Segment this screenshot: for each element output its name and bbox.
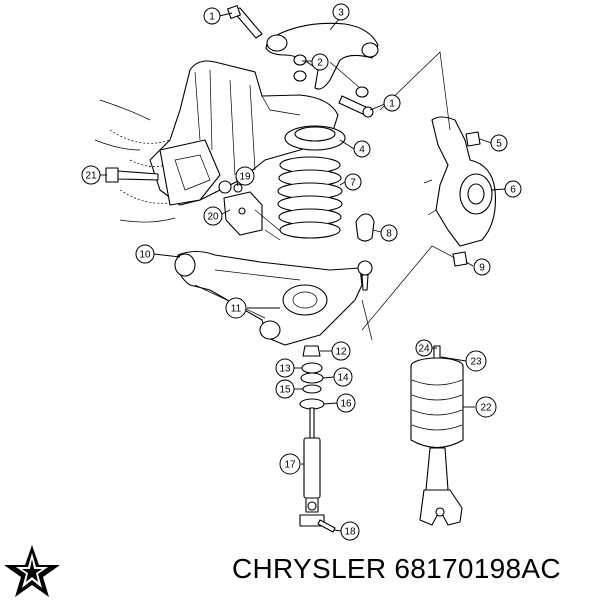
- callout-17: 17: [279, 453, 301, 475]
- nut-2: [293, 54, 307, 82]
- callout-11: 11: [225, 297, 247, 319]
- callout-label: 17: [284, 460, 296, 471]
- callout-label: 1: [389, 99, 395, 110]
- callout-label: 12: [335, 347, 347, 358]
- coil-spring: [277, 156, 343, 239]
- chrysler-pentastar-icon: [2, 543, 62, 599]
- callout-label: 1: [209, 12, 215, 23]
- callout-6: 6: [504, 180, 522, 198]
- callout-label: 5: [496, 139, 502, 150]
- callout-label: 22: [480, 403, 492, 414]
- air-strut: [410, 345, 464, 526]
- callout-24: 24: [415, 339, 433, 357]
- callout-16: 16: [336, 393, 356, 413]
- callout-9: 9: [473, 258, 491, 276]
- bolt-21: [105, 167, 159, 183]
- callout-label: 18: [344, 527, 356, 538]
- shock-hardware: [299, 345, 325, 410]
- callout-12: 12: [331, 341, 351, 361]
- callout-label: 10: [139, 250, 151, 261]
- leader-lines: [100, 12, 506, 532]
- callout-label: 16: [340, 399, 352, 410]
- callout-21: 21: [81, 165, 101, 185]
- callout-label: 13: [279, 364, 291, 375]
- callout-label: 6: [510, 185, 516, 196]
- callout-23: 23: [465, 350, 487, 372]
- assembly-axis-lines: [361, 51, 456, 341]
- frame-crossmember: [94, 60, 339, 223]
- callout-19: 19: [235, 166, 255, 186]
- callout-22: 22: [475, 396, 497, 418]
- callout-label: 20: [207, 212, 219, 223]
- callout-15: 15: [275, 379, 295, 399]
- brand-part-number: 68170198AC: [394, 553, 561, 584]
- callout-label: 2: [317, 58, 323, 69]
- brand-make: CHRYSLER: [232, 553, 387, 584]
- callout-label: 9: [479, 263, 485, 274]
- callout-8: 8: [380, 224, 398, 242]
- callout-label: 19: [239, 172, 251, 183]
- callout-1-top: 1: [203, 7, 221, 25]
- callout-label: 8: [386, 229, 392, 240]
- shock-absorber: [299, 407, 336, 533]
- callout-label: 4: [359, 145, 365, 156]
- callout-label: 23: [470, 357, 482, 368]
- steering-knuckle: [423, 116, 497, 247]
- callout-5: 5: [490, 134, 508, 152]
- callout-1-right: 1: [383, 94, 401, 112]
- spring-isolator: [284, 125, 346, 151]
- nut-9: [452, 251, 468, 267]
- callout-4: 4: [353, 140, 371, 158]
- bracket-20: [218, 180, 286, 241]
- callout-13: 13: [275, 358, 295, 378]
- callout-2: 2: [311, 53, 329, 71]
- jounce-bumper: [355, 213, 375, 242]
- callout-label: 24: [418, 344, 430, 355]
- callout-label: 21: [85, 171, 97, 182]
- bolt-right: [338, 95, 374, 118]
- callout-20: 20: [203, 206, 223, 226]
- callout-10: 10: [135, 244, 155, 264]
- callout-label: 14: [337, 373, 349, 384]
- callout-label: 15: [279, 385, 291, 396]
- callout-label: 3: [338, 8, 344, 19]
- callout-3: 3: [332, 3, 350, 21]
- bolt-top: [227, 5, 263, 39]
- callout-label: 11: [231, 304, 242, 315]
- callout-14: 14: [333, 367, 353, 387]
- callout-label: 7: [350, 178, 356, 189]
- nut-5: [465, 131, 481, 147]
- callout-7: 7: [344, 173, 362, 191]
- lower-control-arm: [174, 250, 373, 346]
- callout-18: 18: [340, 521, 360, 541]
